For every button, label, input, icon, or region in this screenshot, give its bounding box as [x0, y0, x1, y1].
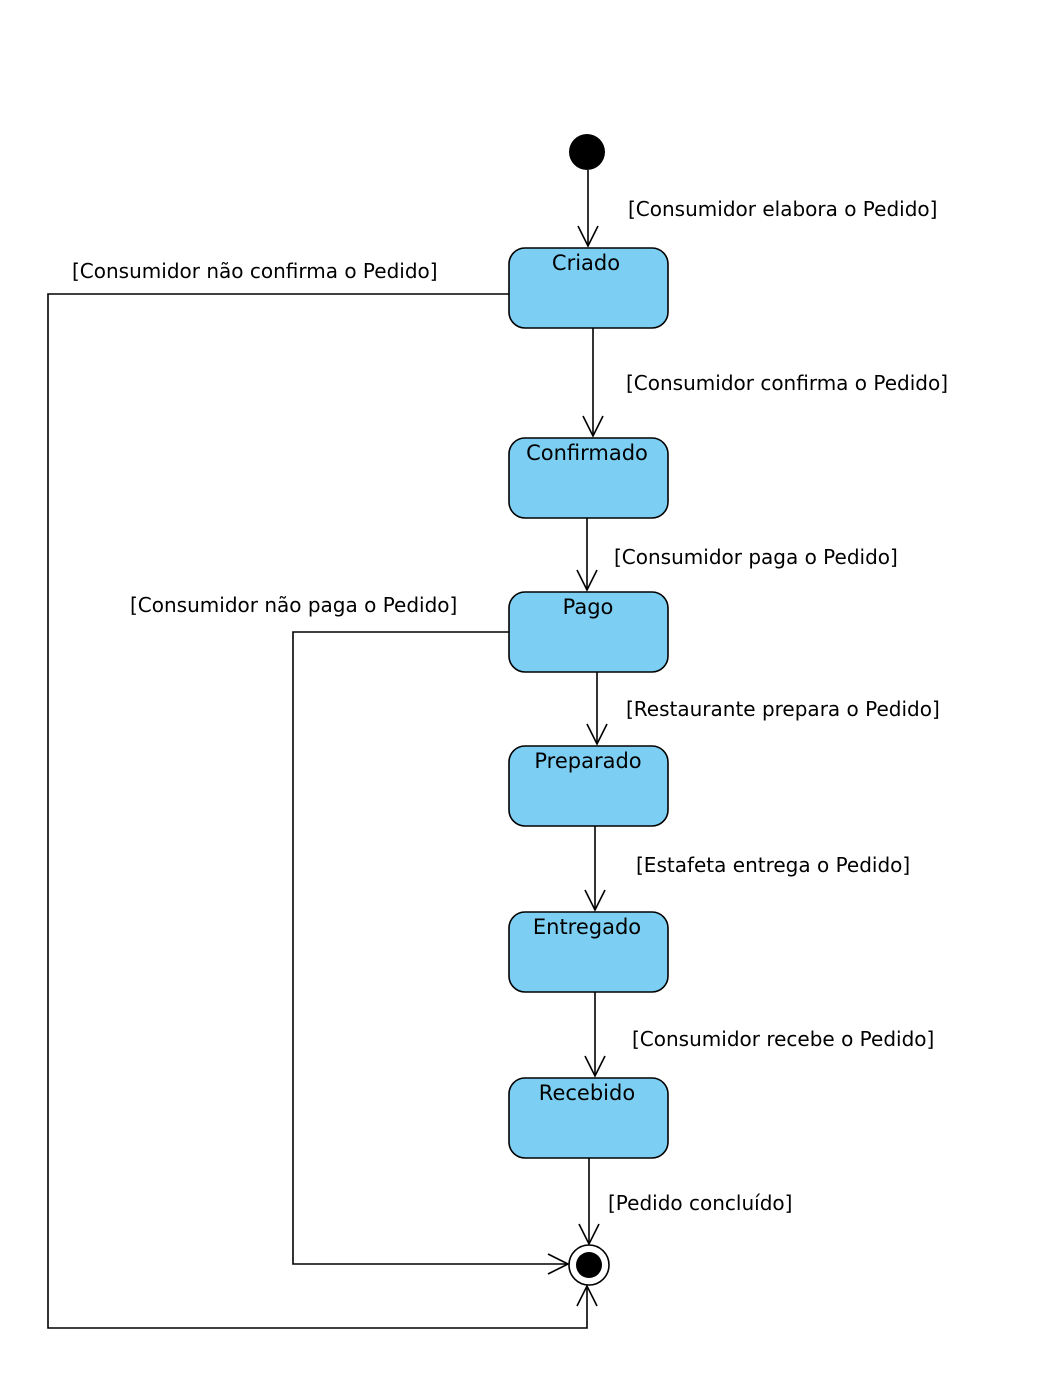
guard-criado-final: [Consumidor não confirma o Pedido] — [72, 259, 438, 283]
guard-entregado-recebido: [Consumidor recebe o Pedido] — [632, 1027, 934, 1051]
guard-recebido-final: [Pedido concluído] — [608, 1191, 792, 1215]
final-state-node — [568, 1244, 610, 1286]
state-preparado: Preparado — [508, 745, 669, 827]
guard-initial-criado: [Consumidor elabora o Pedido] — [628, 197, 937, 221]
transition-confirmado-pago — [576, 518, 598, 592]
state-criado: Criado — [508, 247, 669, 329]
state-preparado-label: Preparado — [534, 749, 641, 773]
transition-recebido-final — [578, 1158, 600, 1246]
transition-pago-preparado — [586, 672, 608, 746]
state-entregado-label: Entregado — [533, 915, 641, 939]
state-pago: Pago — [508, 591, 669, 673]
transition-initial-criado — [577, 170, 599, 248]
state-pago-label: Pago — [563, 595, 614, 619]
guard-pago-preparado: [Restaurante prepara o Pedido] — [626, 697, 940, 721]
transition-preparado-entregado — [584, 826, 606, 912]
transition-entregado-recebido — [584, 992, 606, 1078]
guard-pago-final: [Consumidor não paga o Pedido] — [130, 593, 457, 617]
guard-confirmado-pago: [Consumidor paga o Pedido] — [614, 545, 898, 569]
transition-criado-confirmado — [582, 328, 604, 438]
transition-pago-final — [292, 631, 570, 1275]
state-confirmado: Confirmado — [508, 437, 669, 519]
initial-state-node — [569, 134, 605, 170]
guard-criado-confirmado: [Consumidor confirma o Pedido] — [626, 371, 948, 395]
state-criado-label: Criado — [552, 251, 620, 275]
state-confirmado-label: Confirmado — [526, 441, 648, 465]
state-recebido-label: Recebido — [539, 1081, 635, 1105]
state-entregado: Entregado — [508, 911, 669, 993]
transition-criado-final — [47, 293, 598, 1329]
state-recebido: Recebido — [508, 1077, 669, 1159]
guard-preparado-entregado: [Estafeta entrega o Pedido] — [636, 853, 910, 877]
